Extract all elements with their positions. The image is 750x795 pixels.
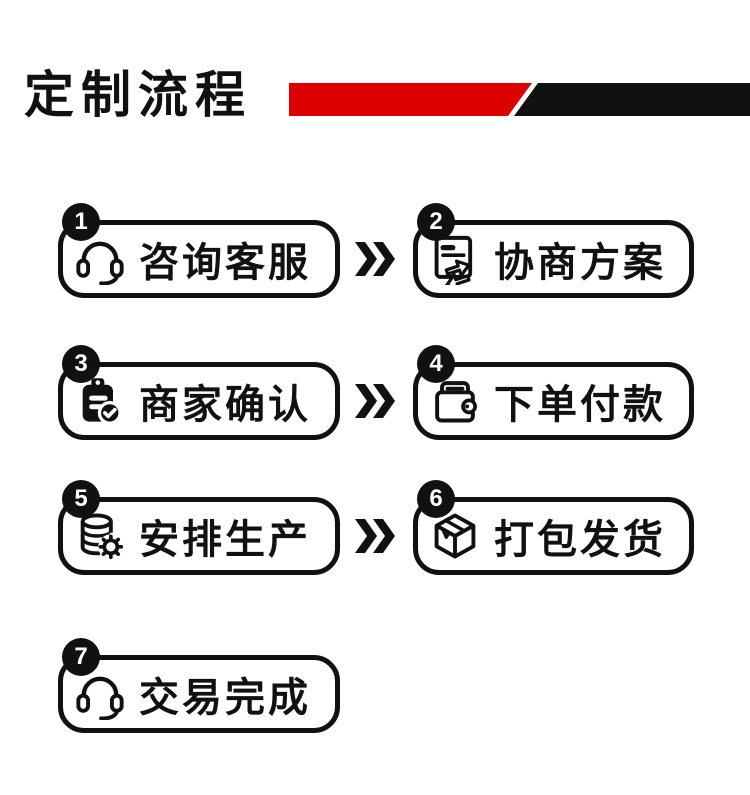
step-number-badge: 4 [417, 345, 455, 383]
banner-red-stripe [289, 83, 532, 116]
step-number-badge: 1 [62, 203, 100, 241]
step-number-badge: 7 [62, 638, 100, 676]
step-label: 咨询客服 [139, 241, 311, 285]
step-label: 安排生产 [139, 518, 311, 562]
banner-decoration [289, 83, 750, 116]
wallet-icon [428, 374, 482, 428]
step-1-consult-service: 1 咨询客服 [58, 203, 340, 298]
double-chevron-icon [354, 519, 398, 553]
document-exchange-icon [428, 232, 482, 286]
step-5-arrange-production: 5 安排生产 [58, 480, 340, 575]
step-number-badge: 5 [62, 480, 100, 518]
step-7-transaction-complete: 7 交易完成 [58, 638, 340, 733]
page-title: 定制流程 [24, 67, 252, 123]
headset-icon [73, 232, 127, 286]
database-gear-icon [73, 509, 127, 563]
banner-black-stripe [514, 83, 750, 116]
step-label: 交易完成 [139, 676, 311, 720]
step-2-negotiate-plan: 2 协商方案 [413, 203, 694, 298]
headset-icon [73, 667, 127, 721]
step-label: 打包发货 [494, 518, 666, 562]
step-number-badge: 3 [62, 345, 100, 383]
package-icon [428, 509, 482, 563]
step-3-merchant-confirm: 3 商家确认 [58, 345, 340, 440]
step-label: 下单付款 [494, 383, 666, 427]
step-number-badge: 6 [417, 480, 455, 518]
double-chevron-icon [354, 242, 398, 276]
clipboard-check-icon [73, 374, 127, 428]
step-number-badge: 2 [417, 203, 455, 241]
step-label: 协商方案 [494, 241, 666, 285]
step-4-order-payment: 4 下单付款 [413, 345, 694, 440]
step-label: 商家确认 [139, 383, 311, 427]
step-6-pack-ship: 6 打包发货 [413, 480, 694, 575]
double-chevron-icon [354, 384, 398, 418]
